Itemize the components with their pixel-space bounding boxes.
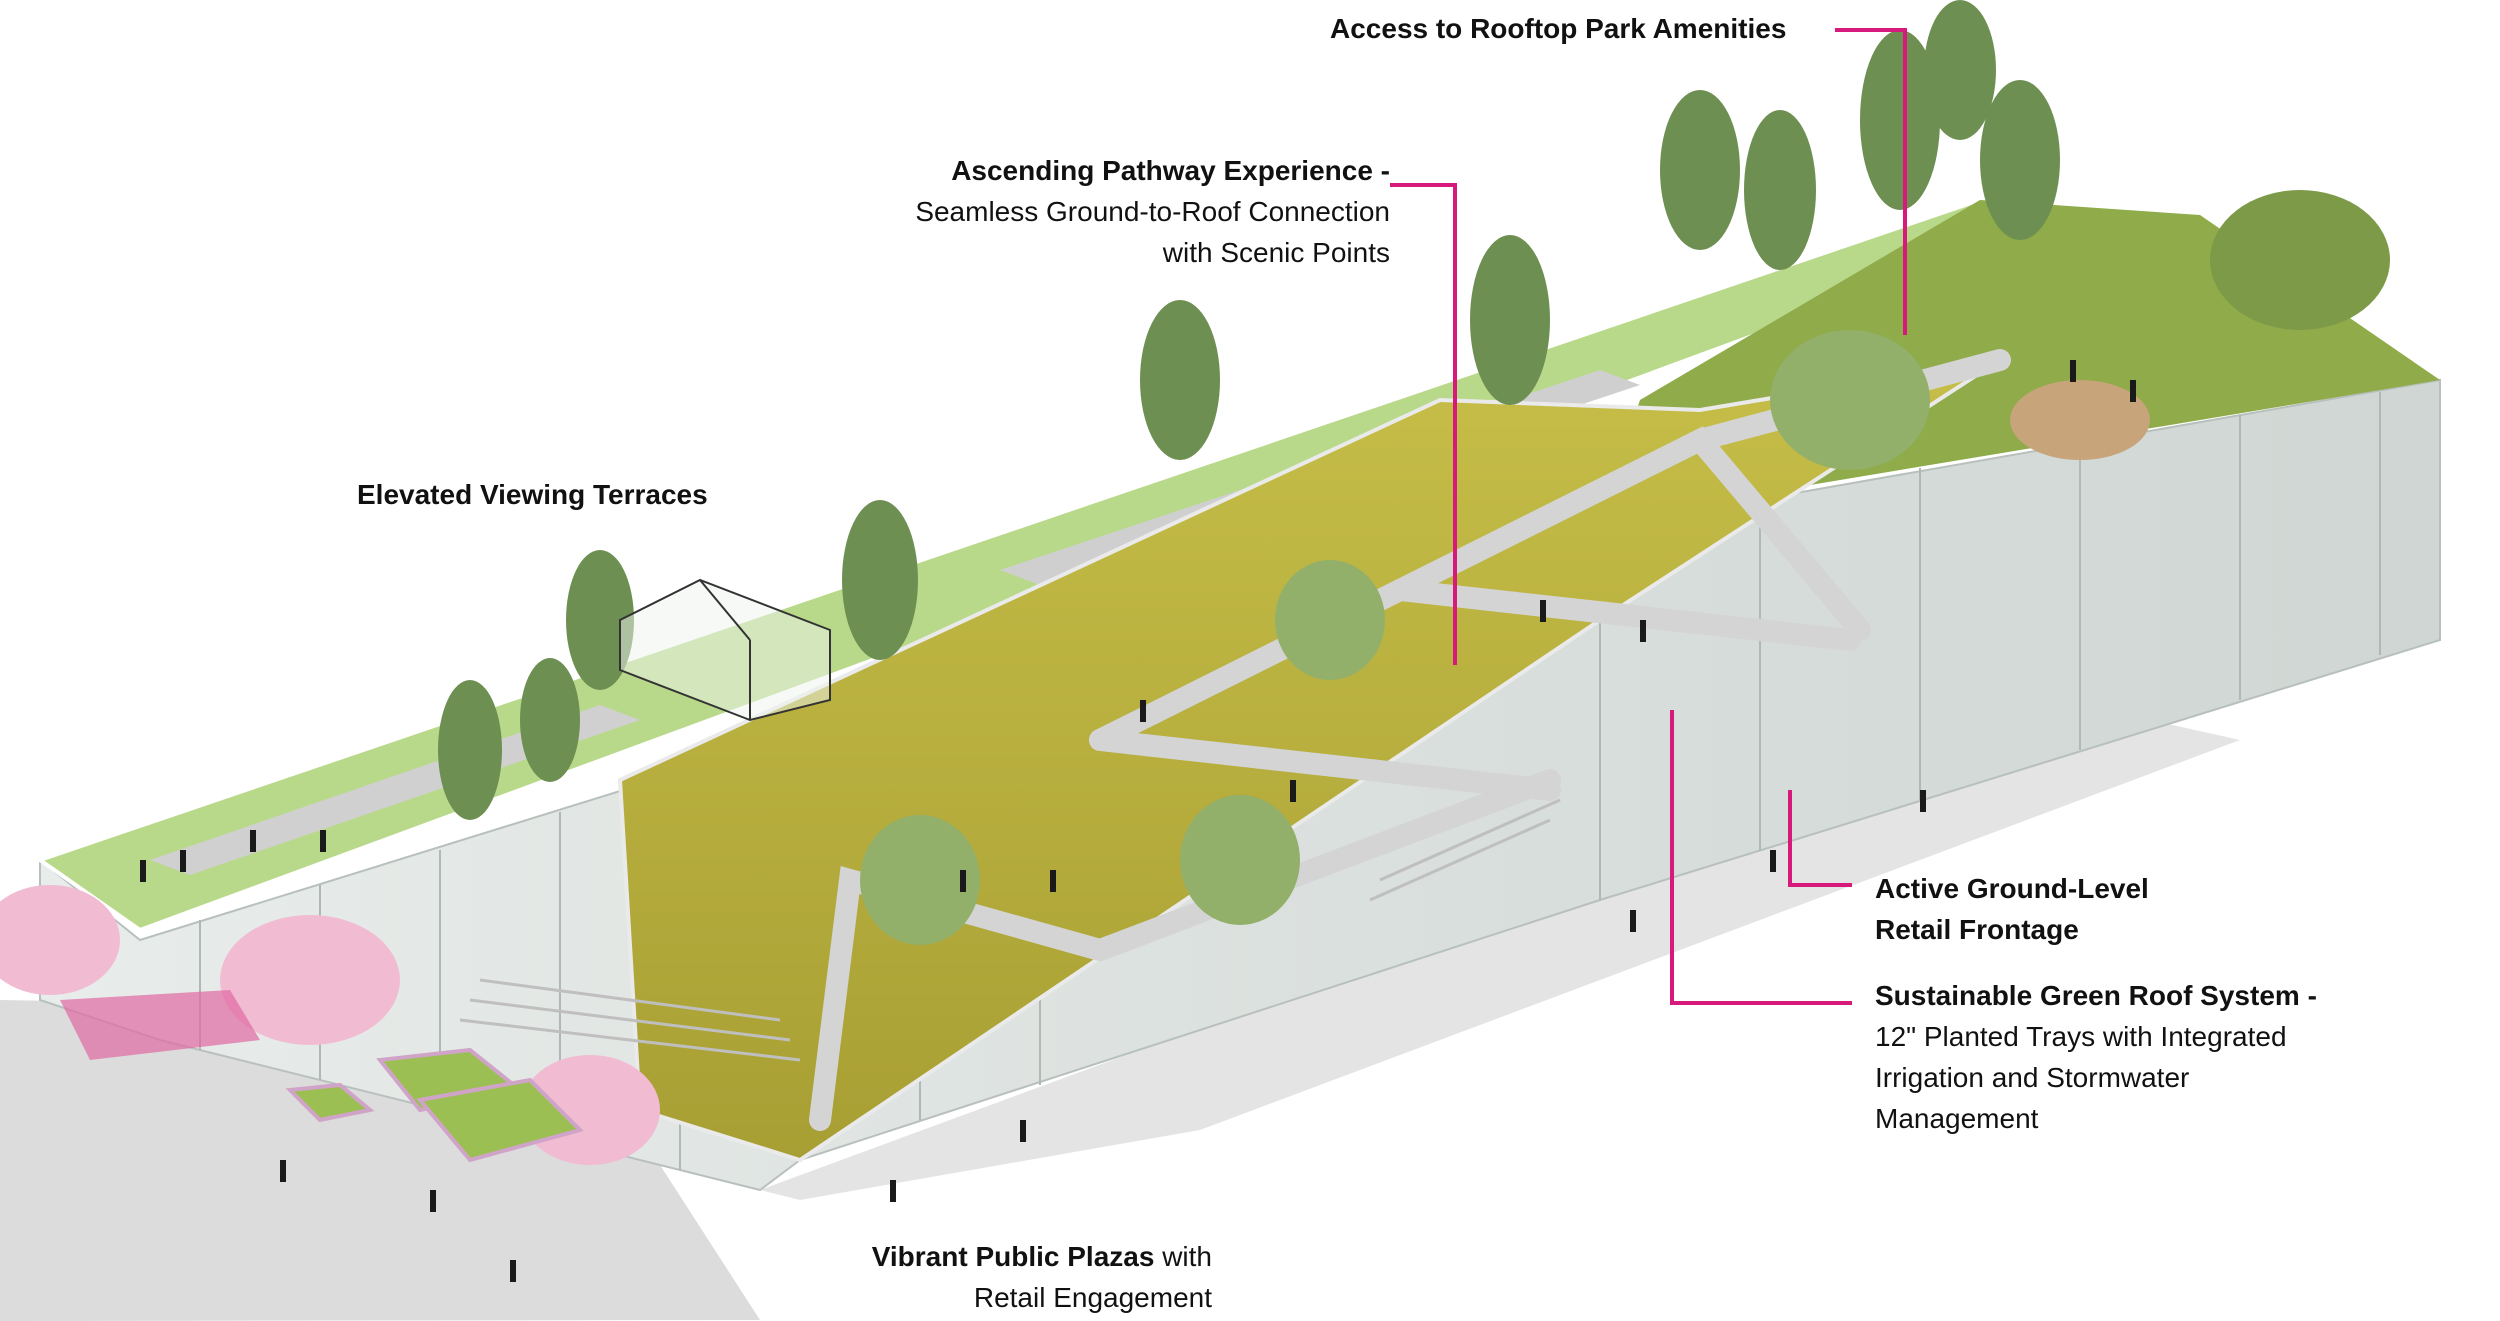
leader-retail (1788, 790, 1852, 887)
ground-street (760, 720, 2240, 1200)
rooftop-path (2010, 380, 2150, 460)
greenhouse (619, 578, 831, 722)
callout-line: Retail Frontage (1875, 914, 2079, 945)
steps (459, 798, 1561, 1062)
leader-rooftop (1835, 28, 1907, 335)
callout-title: Ascending Pathway Experience - (951, 155, 1390, 186)
people-silhouettes (140, 360, 2136, 1282)
leader-green-roof (1670, 710, 1852, 1005)
trees (438, 0, 2390, 945)
callout-title: Sustainable Green Roof System - (1875, 980, 2317, 1011)
callout-retail-frontage: Active Ground-Level Retail Frontage (1875, 868, 2149, 950)
callout-line: Retail Engagement (973, 1282, 1212, 1313)
callout-line: 12" Planted Trays with Integrated (1875, 1021, 2287, 1052)
callout-line: Seamless Ground-to-Roof Connection (915, 196, 1390, 227)
callout-title-suffix: with (1154, 1241, 1212, 1272)
callout-green-roof-system: Sustainable Green Roof System - 12" Plan… (1875, 975, 2317, 1139)
callout-title: Access to Rooftop Park Amenities (1330, 13, 1787, 44)
callout-elevated-terraces: Elevated Viewing Terraces (357, 474, 708, 515)
callout-leader-lines (1390, 28, 1907, 1005)
callout-title: Vibrant Public Plazas (871, 1241, 1155, 1272)
plaza-canopy (60, 990, 260, 1060)
upper-roof-paving (150, 705, 640, 875)
callout-ascending-pathway: Ascending Pathway Experience - Seamless … (830, 150, 1390, 273)
callout-rooftop-amenities: Access to Rooftop Park Amenities (1330, 8, 1786, 49)
callout-line: with Scenic Points (1162, 237, 1390, 268)
callout-line: Irrigation and Stormwater (1875, 1062, 2190, 1093)
plaza-planters (285, 1047, 584, 1163)
callout-title: Elevated Viewing Terraces (357, 479, 708, 510)
callout-public-plazas: Vibrant Public Plazas with Retail Engage… (720, 1236, 1212, 1318)
meadow-pathways (809, 349, 2011, 1131)
callout-line: Management (1875, 1103, 2039, 1134)
callout-line: Active Ground-Level (1875, 873, 2149, 904)
leader-pathway (1390, 183, 1457, 665)
